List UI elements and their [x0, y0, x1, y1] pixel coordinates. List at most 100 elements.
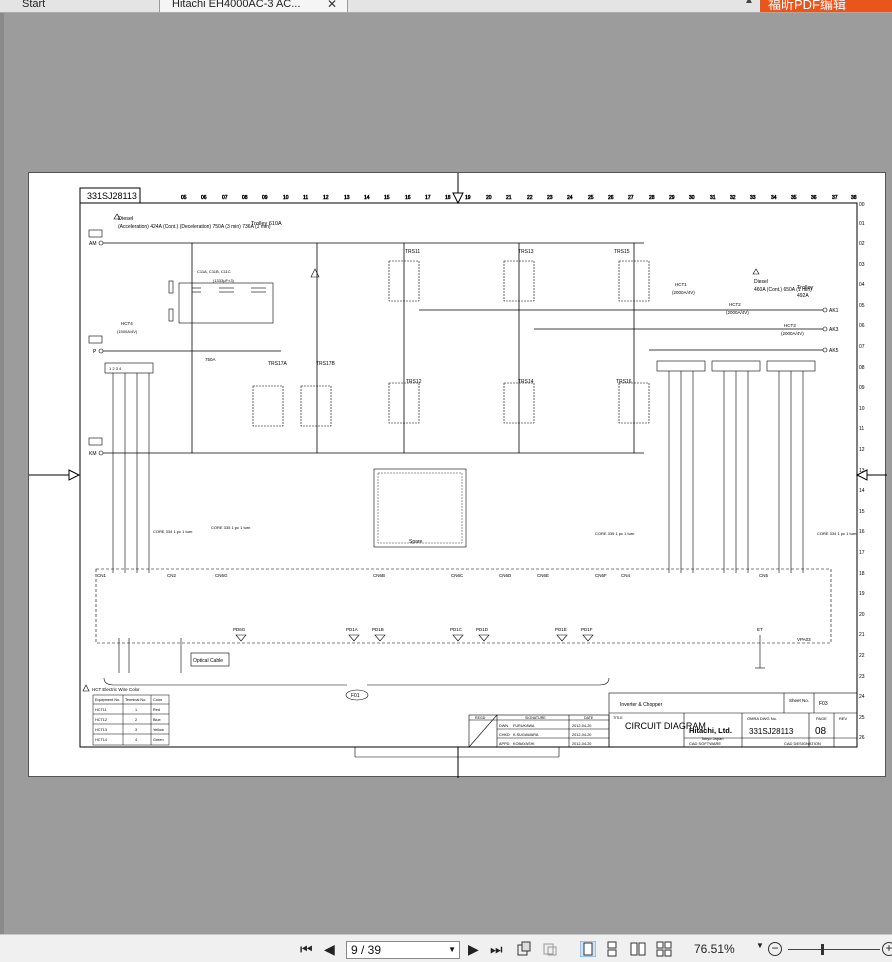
hct3-rating: (2000A/4V) — [781, 331, 804, 336]
first-page-icon[interactable]: ⏮ — [300, 941, 313, 957]
connector-cn6e: CN6E — [537, 573, 549, 578]
svg-text:27: 27 — [628, 195, 634, 201]
optical-cable-label: Optical Cable — [193, 658, 223, 664]
sig-role: APPD. — [499, 742, 510, 746]
current-750-label: 750A — [205, 357, 216, 362]
hct1-label: HCT1 — [675, 282, 687, 287]
diesel-rating: (Acceleration) 424A (Cont.) (Deceleratio… — [118, 224, 271, 230]
close-tab-icon[interactable]: ✕ — [327, 0, 338, 11]
promo-banner[interactable]: 福昕PDF编辑 — [760, 0, 892, 12]
wire-table-cell: 2 — [135, 718, 137, 722]
page-copy-icon[interactable] — [542, 941, 558, 957]
pd-pd1c: PD1C — [450, 627, 463, 632]
two-page-view-icon[interactable] — [630, 941, 646, 957]
pd-pd6g: PD6G — [233, 627, 246, 632]
spare-label: Spare — [409, 539, 423, 545]
tab-start[interactable]: Start — [0, 0, 160, 12]
sig-header: DATE — [584, 716, 594, 720]
ak1-label: AK1 — [829, 308, 839, 314]
switch-trs17b: TRS17B — [316, 361, 336, 367]
page-no-value: 08 — [815, 726, 827, 737]
svg-text:26: 26 — [608, 195, 614, 201]
pd-pd1b: PD1B — [372, 627, 384, 632]
svg-text:20: 20 — [486, 195, 492, 201]
single-page-view-icon[interactable] — [580, 941, 596, 957]
svg-text:17: 17 — [425, 195, 431, 201]
sheet-code: 331SJ28113 — [87, 191, 137, 201]
continuous-view-icon[interactable] — [604, 941, 620, 957]
zoom-slider-thumb[interactable] — [821, 944, 824, 955]
connector-cn6g: CN6G — [215, 573, 228, 578]
wire-table-cell: Blue — [153, 718, 161, 722]
svg-text:05: 05 — [181, 195, 187, 201]
sig-role: CHKD — [499, 733, 510, 737]
svg-text:04: 04 — [859, 282, 865, 288]
sig-role: DWN. — [499, 724, 509, 728]
vpa-label: VPA03 — [797, 637, 811, 642]
diesel-label: Diesel — [118, 216, 133, 222]
svg-text:10: 10 — [283, 195, 289, 201]
next-page-icon[interactable]: ▶ — [468, 941, 479, 957]
wire-table-cell: HCT13 — [95, 728, 107, 732]
chevron-down-icon[interactable]: ▼ — [448, 945, 456, 954]
trolley-label: Trolley 610A — [251, 221, 282, 227]
left-panel-edge[interactable] — [0, 13, 4, 934]
svg-text:24: 24 — [859, 694, 865, 700]
zoom-slider[interactable] — [788, 949, 880, 950]
page-extract-icon[interactable] — [516, 941, 532, 957]
zoom-level[interactable]: 76.51% — [694, 942, 735, 956]
svg-text:36: 36 — [811, 195, 817, 201]
tab-bar: Start Hitachi EH4000AC-3 AC... ✕ ▲ 福昕PDF… — [0, 0, 892, 13]
svg-text:33: 33 — [750, 195, 756, 201]
wire-table-cell: 3 — [135, 728, 137, 732]
svg-text:19: 19 — [859, 591, 865, 597]
svg-text:14: 14 — [859, 488, 865, 494]
sig-date: 2012-04-20 — [572, 733, 591, 737]
p-label: P — [93, 349, 97, 355]
two-page-continuous-icon[interactable] — [656, 941, 672, 957]
company-city: Tokyo Japan — [701, 736, 723, 741]
page-label: PAGE — [816, 716, 827, 721]
svg-text:05: 05 — [859, 303, 865, 309]
pd-pd1a: PD1A — [346, 627, 358, 632]
connector-cn4: CN4 — [621, 573, 630, 578]
svg-text:26: 26 — [859, 735, 865, 741]
svg-text:15: 15 — [859, 509, 865, 515]
zoom-dropdown-icon[interactable]: ▼ — [756, 941, 764, 950]
connector-cn6d: CN6D — [499, 573, 512, 578]
switch-trs12: TRS12 — [406, 379, 422, 385]
pd-pd1e: PD1E — [555, 627, 567, 632]
hct4-label: HCT4 — [121, 321, 133, 326]
zoom-in-icon[interactable]: + — [882, 942, 892, 956]
arrow-icon[interactable]: ▲ — [744, 0, 754, 6]
diesel-right-rating: 460A (Cont.) 650A (1 min) — [754, 287, 812, 293]
svg-text:35: 35 — [791, 195, 797, 201]
wire-table-cell: Red — [153, 708, 160, 712]
sig-header: REGD — [475, 716, 486, 720]
hct2-label: HCT2 — [729, 302, 741, 307]
svg-text:25: 25 — [588, 195, 594, 201]
wire-table-cell: HCT11 — [95, 708, 107, 712]
svg-text:38: 38 — [851, 195, 857, 201]
tab-document[interactable]: Hitachi EH4000AC-3 AC... — [160, 0, 348, 12]
prev-page-icon[interactable]: ◀ — [324, 941, 335, 957]
status-bar: ⏮ ◀ 9 / 39 ▼ ▶ ⏭ 76.51% ▼ − + — [0, 934, 892, 962]
svg-text:03: 03 — [859, 262, 865, 268]
svg-text:21: 21 — [859, 632, 865, 638]
title-subject: Inverter & Chopper — [620, 702, 663, 708]
page-number-input[interactable]: 9 / 39 ▼ — [346, 941, 460, 959]
svg-text:16: 16 — [859, 529, 865, 535]
svg-text:29: 29 — [669, 195, 675, 201]
connector-cn6c: CN6C — [451, 573, 464, 578]
last-page-icon[interactable]: ⏭ — [490, 941, 503, 957]
zoom-out-icon[interactable]: − — [768, 942, 782, 956]
svg-text:12: 12 — [323, 195, 329, 201]
trolley-right-label: Trolley — [797, 285, 814, 291]
svg-text:18: 18 — [859, 571, 865, 577]
diesel-right-label: Diesel — [754, 279, 768, 285]
wire-table-cell: 1 — [135, 708, 137, 712]
svg-text:00: 00 — [859, 202, 865, 208]
switch-trs13: TRS13 — [518, 249, 534, 255]
switch-trs14: TRS14 — [518, 379, 534, 385]
